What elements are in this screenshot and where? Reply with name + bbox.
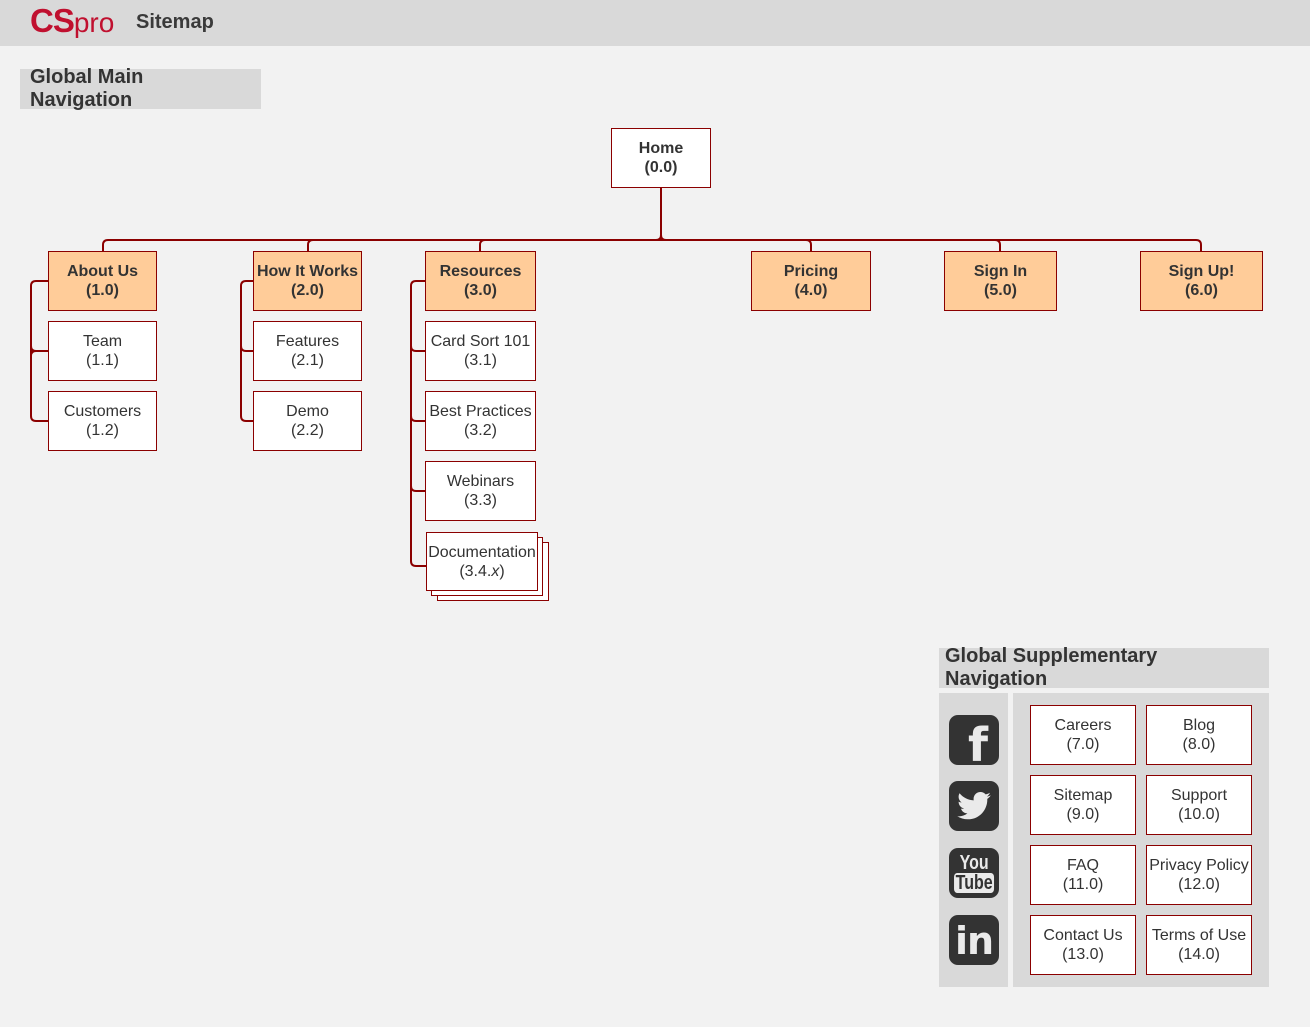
node-label: Documentation: [428, 543, 536, 561]
sitemap-node-resources[interactable]: Resources (3.0): [425, 251, 536, 311]
sitemap-node-home[interactable]: Home (0.0): [611, 128, 711, 188]
node-id: (1.2): [86, 422, 119, 439]
node-id-prefix: (3.4.: [459, 562, 492, 580]
global-supplementary-navigation-label: Global Supplementary Navigation: [939, 645, 1269, 690]
cspro-logo[interactable]: CS pro: [30, 2, 114, 42]
node-label: Contact Us: [1043, 927, 1123, 944]
sitemap-node-card-sort-101[interactable]: Card Sort 101 (3.1): [425, 321, 536, 381]
node-label: Sign In: [973, 263, 1028, 280]
node-id: (1.0): [86, 282, 119, 299]
youtube-you: You: [959, 852, 989, 874]
sitemap-node-demo[interactable]: Demo (2.2): [253, 391, 362, 451]
node-label: About Us: [66, 263, 139, 280]
node-id: (11.0): [1062, 876, 1104, 893]
linkedin-icon[interactable]: in: [949, 915, 999, 965]
sitemap-node-how-it-works[interactable]: How It Works (2.0): [253, 251, 362, 311]
node-id-suffix: ): [499, 562, 505, 580]
node-id: (13.0): [1062, 946, 1104, 963]
supp-node-terms-of-use[interactable]: Terms of Use (14.0): [1146, 915, 1252, 975]
facebook-glyph: f: [967, 718, 988, 772]
node-label: FAQ: [1066, 857, 1099, 874]
logo-cs: CS: [30, 2, 75, 39]
node-id: (2.2): [291, 422, 324, 439]
node-label: Sitemap: [1053, 787, 1113, 804]
node-id: (5.0): [984, 282, 1017, 299]
supp-node-faq[interactable]: FAQ (11.0): [1030, 845, 1136, 905]
node-label: Home: [638, 140, 684, 157]
node-label: Support: [1170, 787, 1228, 804]
linkedin-glyph: in: [954, 919, 994, 963]
logo-pro: pro: [73, 7, 115, 38]
node-id: (10.0): [1178, 806, 1220, 823]
facebook-icon[interactable]: f: [949, 715, 999, 772]
node-label: Demo: [286, 403, 329, 420]
node-label: Customers: [63, 403, 142, 420]
sitemap-node-features[interactable]: Features (2.1): [253, 321, 362, 381]
node-label: How It Works: [256, 263, 359, 280]
top-bar: CS pro Sitemap: [0, 0, 1310, 46]
node-id: (6.0): [1185, 282, 1218, 299]
node-id: (2.1): [291, 352, 324, 369]
supp-node-contact-us[interactable]: Contact Us (13.0): [1030, 915, 1136, 975]
node-label: Webinars: [446, 473, 515, 490]
page-title: Sitemap: [136, 11, 214, 33]
node-id: (3.4.x): [459, 562, 504, 581]
youtube-icon[interactable]: You Tube: [949, 848, 999, 898]
node-label: Team: [82, 333, 123, 350]
node-id: (2.0): [291, 282, 324, 299]
sitemap-node-about-us[interactable]: About Us (1.0): [48, 251, 157, 311]
node-id: (3.1): [464, 352, 497, 369]
node-id: (1.1): [86, 352, 119, 369]
node-id-variable: x: [491, 562, 500, 580]
node-label: Best Practices: [429, 403, 532, 420]
node-id: (12.0): [1178, 876, 1220, 893]
sitemap-node-pricing[interactable]: Pricing (4.0): [751, 251, 871, 311]
node-label: Card Sort 101: [430, 333, 531, 350]
node-id: (3.3): [464, 492, 497, 509]
sitemap-node-customers[interactable]: Customers (1.2): [48, 391, 157, 451]
node-id: (0.0): [644, 159, 678, 176]
node-id: (3.2): [464, 422, 497, 439]
node-label: Features: [275, 333, 340, 350]
supp-node-privacy-policy[interactable]: Privacy Policy (12.0): [1146, 845, 1252, 905]
node-label: Sign Up!: [1168, 263, 1235, 280]
supp-node-sitemap[interactable]: Sitemap (9.0): [1030, 775, 1136, 835]
node-label: Pricing: [783, 263, 839, 280]
node-id: (8.0): [1182, 736, 1216, 753]
sitemap-node-webinars[interactable]: Webinars (3.3): [425, 461, 536, 521]
node-label: Terms of Use: [1151, 927, 1247, 944]
supp-node-support[interactable]: Support (10.0): [1146, 775, 1252, 835]
twitter-icon[interactable]: [949, 781, 999, 831]
node-label: Resources: [439, 263, 522, 280]
supp-node-careers[interactable]: Careers (7.0): [1030, 705, 1136, 765]
sitemap-node-best-practices[interactable]: Best Practices (3.2): [425, 391, 536, 451]
node-id: (9.0): [1066, 806, 1100, 823]
sitemap-node-sign-up[interactable]: Sign Up! (6.0): [1140, 251, 1263, 311]
sitemap-node-team[interactable]: Team (1.1): [48, 321, 157, 381]
sitemap-node-documentation[interactable]: Documentation (3.4.x): [426, 532, 538, 591]
twitter-bird-icon: [957, 792, 991, 820]
node-label: Privacy Policy: [1149, 857, 1249, 874]
youtube-tube: Tube: [953, 872, 995, 894]
node-label: Careers: [1054, 717, 1112, 734]
supp-node-blog[interactable]: Blog (8.0): [1146, 705, 1252, 765]
node-id: (7.0): [1066, 736, 1100, 753]
global-main-navigation-label: Global Main Navigation: [20, 66, 261, 111]
node-id: (4.0): [794, 282, 828, 299]
node-id: (3.0): [464, 282, 497, 299]
sitemap-node-sign-in[interactable]: Sign In (5.0): [944, 251, 1057, 311]
node-label: Blog: [1182, 717, 1216, 734]
node-id: (14.0): [1178, 946, 1220, 963]
